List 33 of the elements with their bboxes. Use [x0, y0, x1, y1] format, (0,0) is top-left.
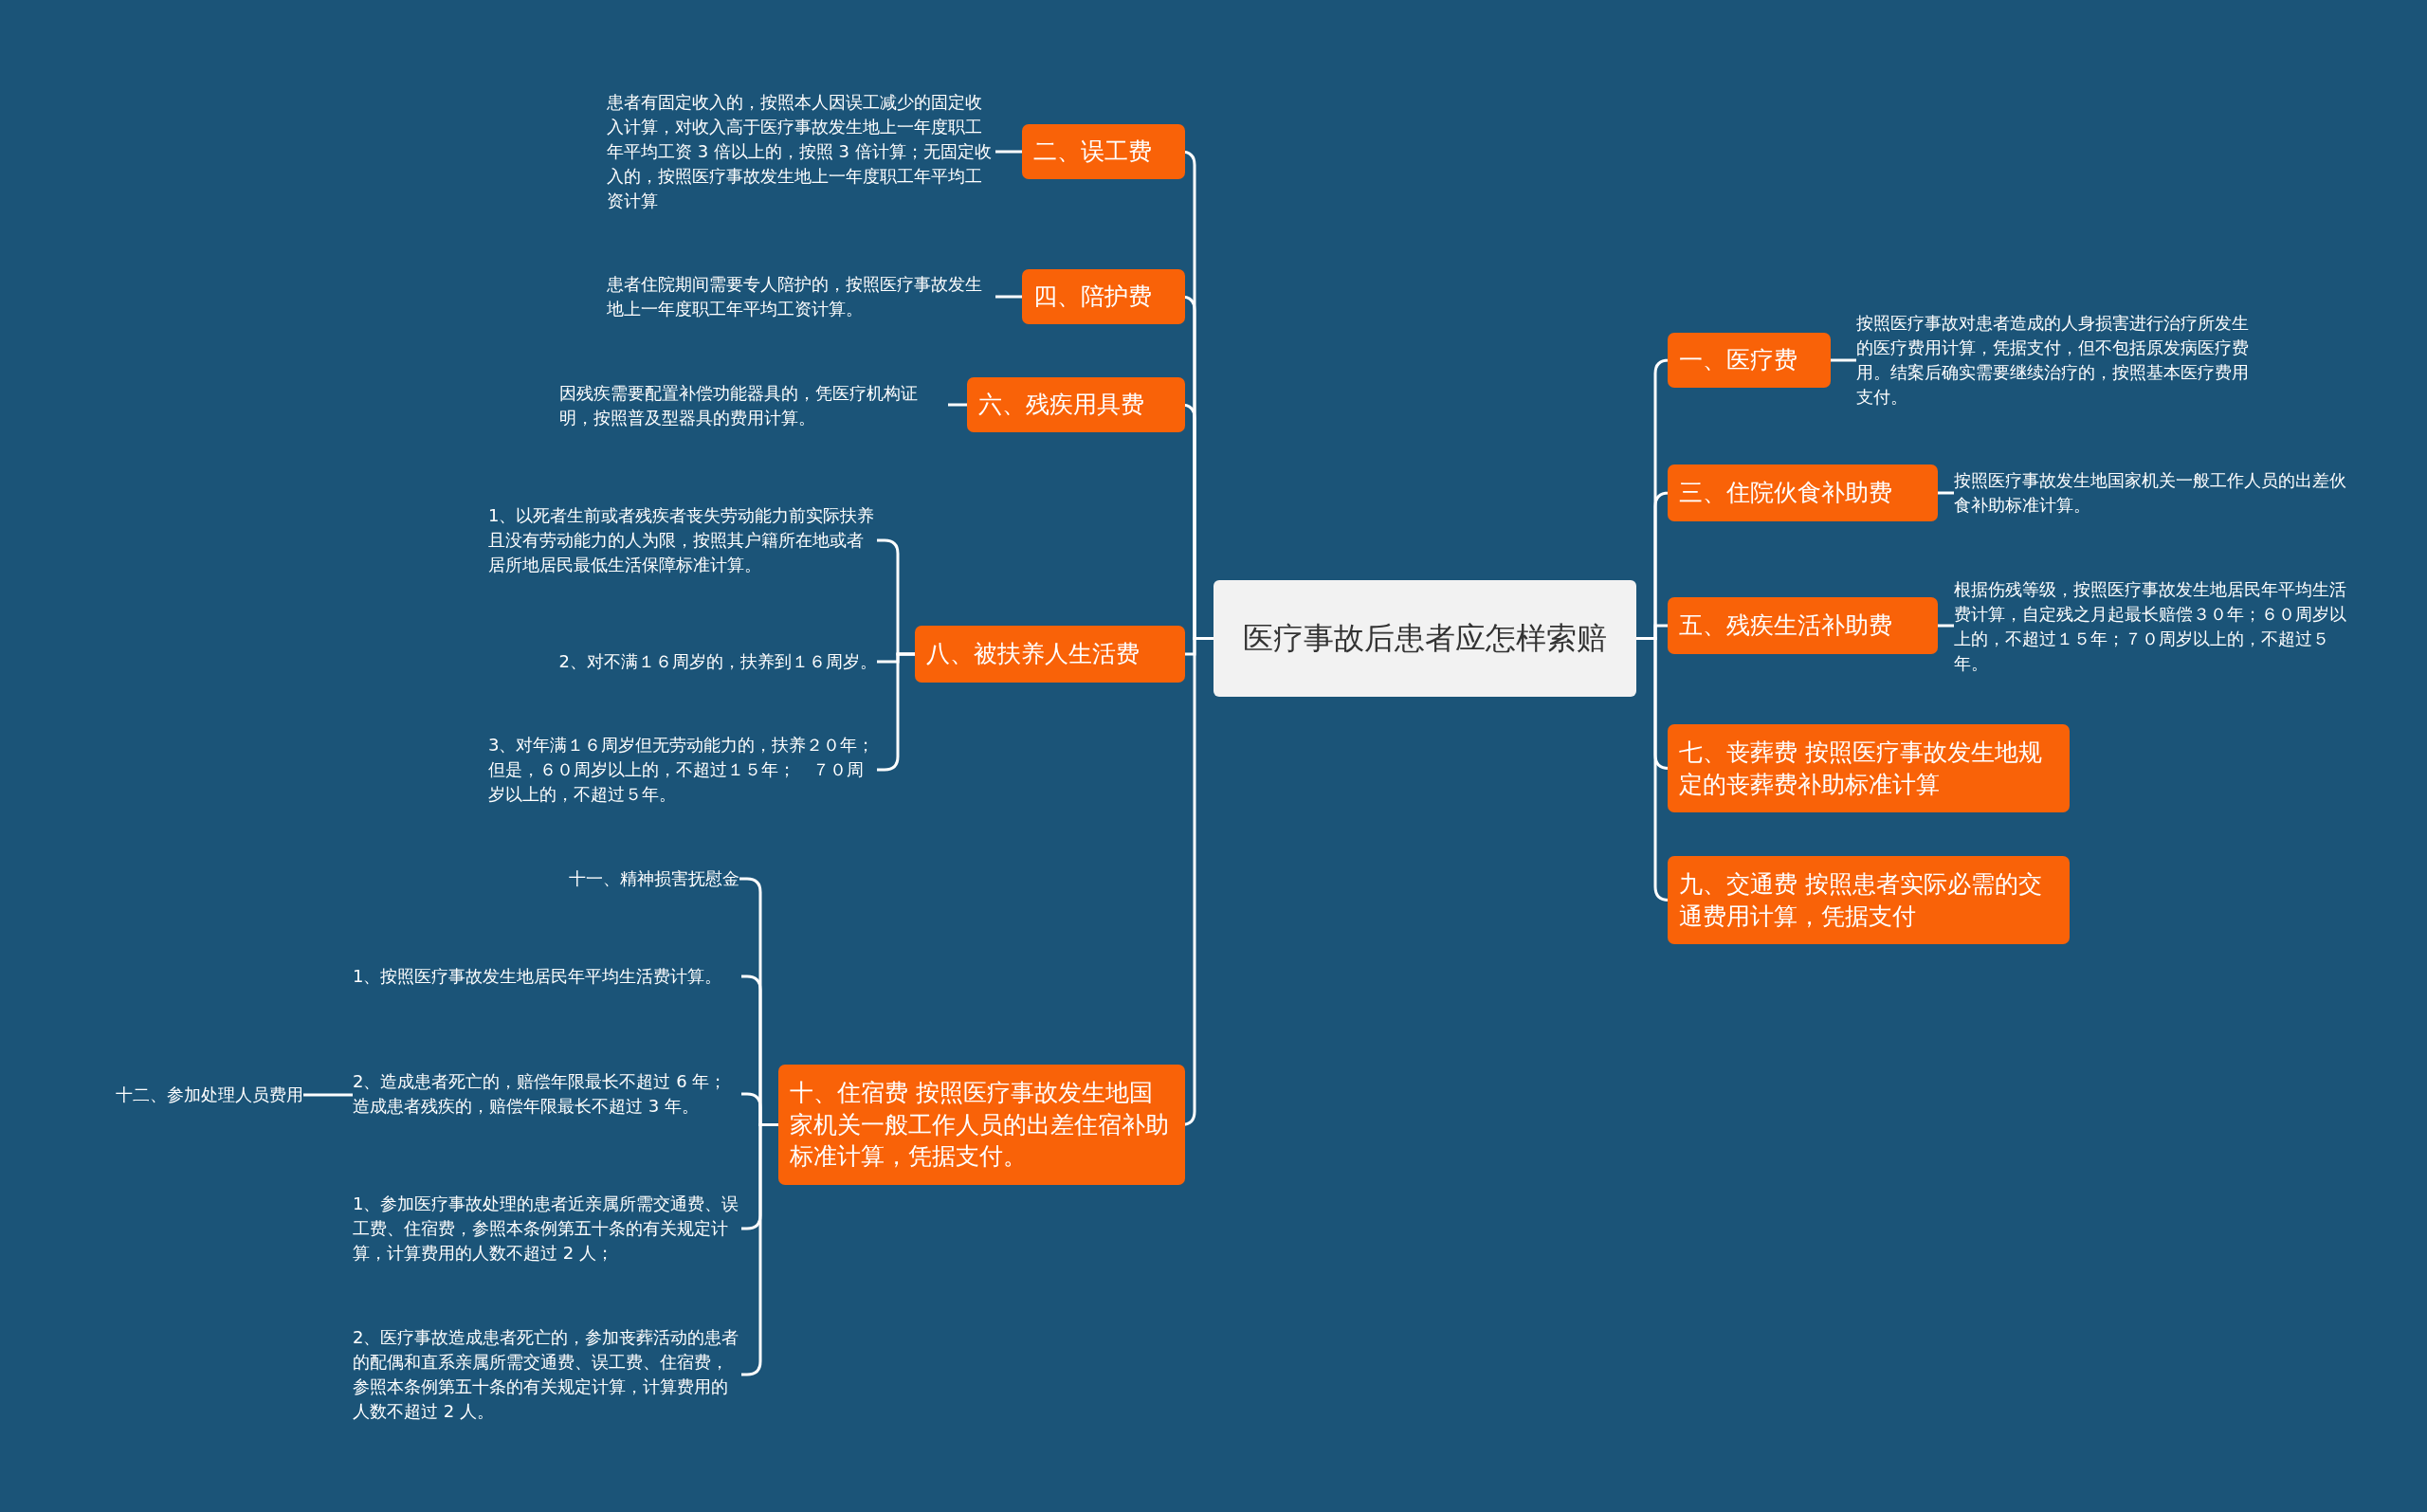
detail-text: 2、医疗事故造成患者死亡的，参加丧葬活动的患者的配偶和直系亲属所需交通费、误工费、住宿费，参照本条例第五十条的有关规定计算，计算费用的人数不超过 2 人。 [353, 1321, 741, 1428]
detail-text: 按照医疗事故对患者造成的人身损害进行治疗所发生的医疗费用计算，凭据支付，但不包括原发病医疗费用。结案后确实需要继续治疗的，按照基本医疗费用支付。 [1856, 309, 2254, 411]
branch-topic: 九、交通费 按照患者实际必需的交通费用计算，凭据支付 [1668, 856, 2070, 944]
connector-line [303, 1093, 353, 1097]
connector-line [1831, 358, 1856, 362]
branch-topic: 六、残疾用具费 [967, 377, 1185, 432]
connector-line [1938, 491, 1954, 495]
branch-topic: 四、陪护费 [1022, 269, 1185, 324]
detail-text: 1、参加医疗事故处理的患者近亲属所需交通费、误工费、住宿费，参照本条例第五十条的有关规定计算，计算费用的人数不超过 2 人； [353, 1189, 741, 1268]
central-topic: 医疗事故后患者应怎样索赔 [1214, 580, 1636, 697]
connector-line [1938, 624, 1954, 628]
detail-text: 2、对不满１６周岁的，扶养到１６周岁。 [507, 647, 877, 676]
detail-text: 因残疾需要配置补偿功能器具的，凭医疗机构证明，按照普及型器具的费用计算。 [559, 379, 948, 432]
branch-topic: 八、被扶养人生活费 [915, 626, 1185, 683]
detail-text: 患者住院期间需要专人陪护的，按照医疗事故发生地上一年度职工年平均工资计算。 [607, 270, 995, 323]
connector-line [995, 295, 1022, 299]
connector-line [948, 403, 967, 407]
detail-text: 患者有固定收入的，按照本人因误工减少的固定收入计算，对收入高于医疗事故发生地上一年度职工年平均工资 3 倍以上的，按照 3 倍计算；无固定收入的，按照医疗事故发生地上一年度职工年平均工资计算 [607, 88, 995, 215]
branch-topic: 二、误工费 [1022, 124, 1185, 179]
branch-topic: 一、医疗费 [1668, 333, 1831, 388]
branch-topic: 五、残疾生活补助费 [1668, 597, 1938, 654]
connector-line [995, 150, 1022, 154]
branch-topic: 七、丧葬费 按照医疗事故发生地规定的丧葬费补助标准计算 [1668, 724, 2070, 812]
detail-text: 1、按照医疗事故发生地居民年平均生活费计算。 [353, 950, 741, 1003]
detail-text: 2、造成患者死亡的，赔偿年限最长不超过 6 年；造成患者残疾的，赔偿年限最长不超过 3 年。 [353, 1054, 741, 1134]
detail-text: 3、对年满１６周岁但无劳动能力的，扶养２０年；但是，６０周岁以上的，不超过１５年； ７０周岁以上的，不超过５年。 [488, 730, 877, 810]
detail-text: 1、以死者生前或者残疾者丧失劳动能力前实际扶养且没有劳动能力的人为限，按照其户籍所在地或者居所地居民最低生活保障标准计算。 [488, 487, 877, 593]
detail-text: 根据伤残等级，按照医疗事故发生地居民年平均生活费计算，自定残之月起最长赔偿３０年；６０周岁以上的，不超过１５年；７０周岁以上的，不超过５年。 [1954, 574, 2352, 680]
detail-text: 按照医疗事故发生地国家机关一般工作人员的出差伙食补助标准计算。 [1954, 466, 2352, 519]
branch-topic: 十、住宿费 按照医疗事故发生地国家机关一般工作人员的出差住宿补助标准计算，凭据支付。 [778, 1065, 1185, 1185]
detail-text: 十二、参加处理人员费用 [85, 1081, 303, 1109]
detail-text: 十一、精神损害抚慰金 [531, 865, 739, 893]
branch-topic: 三、住院伙食补助费 [1668, 465, 1938, 521]
